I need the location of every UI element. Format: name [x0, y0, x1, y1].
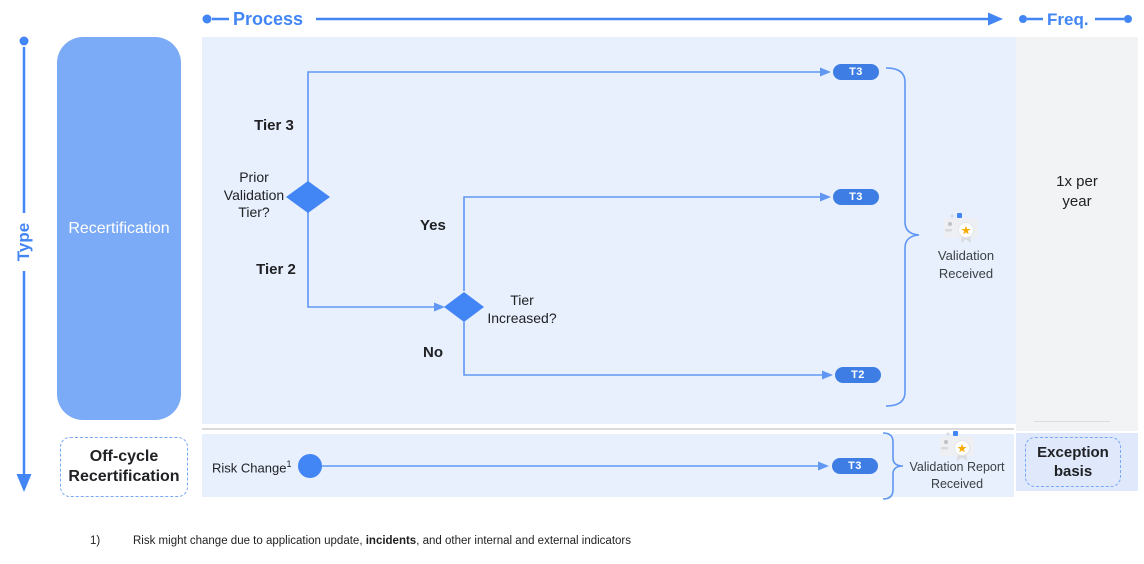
decision-prior-validation-tier-label: Prior Validation Tier? — [223, 169, 285, 220]
branch-yes-label: Yes — [420, 217, 446, 234]
off-cycle-label: Off-cycle Recertification — [68, 448, 180, 485]
footnote-number: 1) — [90, 535, 101, 547]
recertification-label: Recertification — [68, 219, 170, 237]
validation-received-label: Validation Received — [937, 248, 995, 281]
exception-basis-box: Exception basis — [1025, 437, 1121, 487]
frequency-column-divider — [1034, 421, 1110, 422]
decision-tier-increased-label: Tier Increased? — [487, 292, 557, 326]
arrow-right-icon — [988, 12, 1003, 26]
tier-pill-t3-offcycle: T3 — [832, 458, 878, 474]
recertification-box: Recertification — [57, 37, 181, 420]
process-panel — [202, 37, 1016, 424]
branch-tier3-label: Tier 3 — [254, 117, 294, 134]
risk-change-label: Risk Change1 — [212, 459, 291, 475]
branch-no-label: No — [423, 344, 443, 361]
tier-pill-t3-top: T3 — [833, 64, 879, 80]
off-cycle-recertification-box: Off-cycle Recertification — [60, 437, 188, 497]
process-axis-label: Process — [233, 9, 304, 29]
tier-pill-t3-middle: T3 — [833, 189, 879, 205]
process-axis-line — [202, 12, 1003, 26]
tier-pill-t2: T2 — [835, 367, 881, 383]
type-axis-line — [16, 36, 32, 492]
type-axis-label: Type — [14, 222, 33, 262]
offcycle-panel — [202, 434, 1014, 497]
risk-change-text: Risk Change — [212, 460, 287, 476]
risk-change-footnote-ref: 1 — [286, 459, 292, 469]
freq-axis-label: Freq. — [1047, 10, 1089, 29]
footnote-text: Risk might change due to application upd… — [133, 535, 632, 547]
row-divider — [202, 428, 1014, 430]
frequency-main-label: 1x per year — [1056, 173, 1098, 210]
footnote: 1) Risk might change due to application … — [90, 535, 631, 547]
exception-basis-label: Exception basis — [1037, 444, 1109, 480]
frequency-column — [1016, 37, 1138, 431]
validation-report-received-label: Validation Report Received — [909, 460, 1005, 491]
arrow-down-icon — [16, 474, 32, 492]
branch-tier2-label: Tier 2 — [256, 261, 296, 278]
